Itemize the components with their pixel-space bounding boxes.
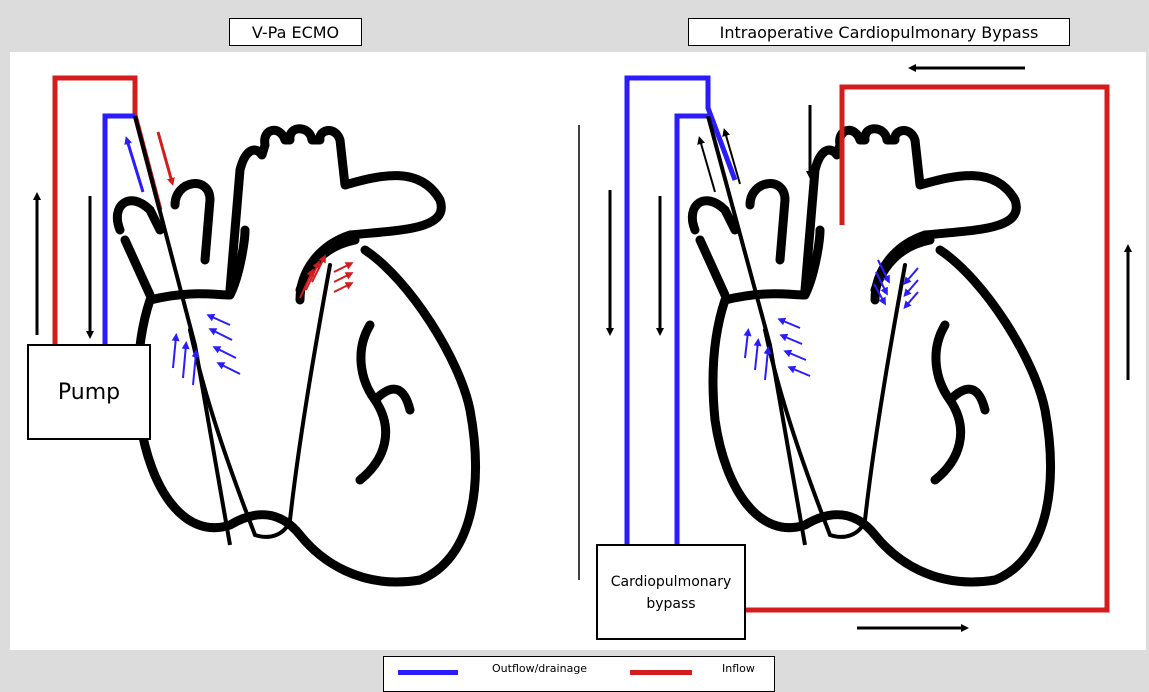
blue-arrow-left-vessel	[127, 140, 143, 192]
arrow-up-vessel-1	[700, 140, 715, 192]
legend-outflow-label: Outflow/drainage	[492, 662, 587, 675]
bypass-label-line1: Cardiopulmonary	[611, 574, 732, 590]
left-cannula	[135, 116, 230, 545]
pump-label: Pump	[58, 380, 120, 405]
blue-arrow-cluster-left-heart	[173, 316, 240, 385]
right-outflow-tube-2	[677, 116, 708, 545]
bypass-label-line2: bypass	[646, 596, 695, 612]
bypass-box	[597, 545, 745, 639]
red-arrow-left-vessel	[158, 132, 172, 182]
legend: Outflow/drainage Inflow	[383, 656, 775, 692]
legend-inflow-swatch	[630, 670, 692, 675]
right-inflow-tube	[745, 87, 1107, 610]
legend-inflow-label: Inflow	[722, 662, 755, 675]
heart-left	[117, 129, 475, 582]
right-cannula	[708, 116, 805, 545]
legend-outflow-swatch	[398, 670, 458, 675]
